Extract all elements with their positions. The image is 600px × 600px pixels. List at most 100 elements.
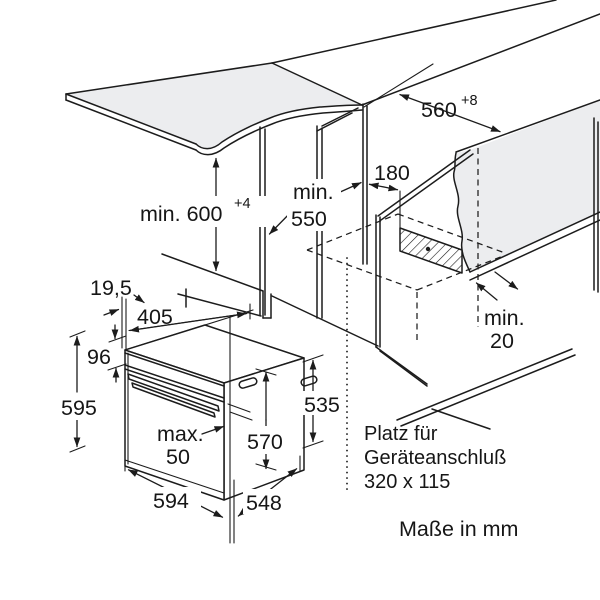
dim-niche-height: min. 600 +4 bbox=[133, 157, 267, 272]
oven-side-grip-slot-rear bbox=[300, 375, 318, 387]
dim-niche-height-label: min. 600 bbox=[140, 202, 223, 226]
arrow-down-right bbox=[494, 271, 519, 290]
arrow-right bbox=[187, 311, 247, 323]
hidden-floor-back-edge bbox=[397, 213, 506, 254]
oven-front-face bbox=[124, 349, 225, 501]
ext-tick-bottom bbox=[107, 363, 127, 371]
wall-line-right bbox=[361, 13, 600, 106]
ext-tick-top bbox=[69, 330, 86, 338]
dim-niche-depth-label-2: 550 bbox=[291, 207, 327, 231]
cutout-border bbox=[399, 227, 463, 274]
floor-skirting-line-2 bbox=[400, 354, 576, 427]
arrow-left bbox=[129, 321, 189, 333]
floor-skirting-line-1 bbox=[396, 348, 573, 421]
dim-rear-gap-label-2: 20 bbox=[490, 329, 514, 353]
wall-panel-bottom-edge-1 bbox=[469, 211, 600, 273]
oven-door-top-edge bbox=[124, 368, 225, 403]
label-backing bbox=[243, 489, 289, 514]
cabinet-plinth-edge-1 bbox=[375, 346, 428, 385]
label-backing bbox=[133, 196, 267, 227]
dim-body-depth: 548 bbox=[237, 455, 301, 517]
dim-front-width: 594 bbox=[127, 469, 224, 518]
ext-tick-top bbox=[108, 335, 127, 343]
arrow-left bbox=[368, 182, 385, 190]
connection-note-line-3: 320 x 115 bbox=[364, 471, 450, 493]
dim-rear-gap: min. 20 bbox=[475, 271, 525, 353]
dim-niche-depth-label-1: min. bbox=[293, 180, 334, 204]
dim-handle-depth: max. 50 bbox=[157, 403, 253, 469]
oven bbox=[124, 309, 318, 501]
arrow-left bbox=[399, 93, 451, 114]
wall-panel-top-edge bbox=[455, 99, 600, 153]
worktop-right-back-edge bbox=[271, 62, 363, 106]
floor-edge-right bbox=[271, 295, 379, 347]
connection-cutout bbox=[399, 190, 463, 274]
oven-side-grip-slot-front bbox=[238, 377, 258, 389]
dim-side-offset-label: 180 bbox=[374, 161, 410, 185]
arrow-up-left bbox=[475, 282, 498, 301]
cabinet-top-edge-inner bbox=[380, 153, 474, 221]
dim-panel-height: 96 bbox=[87, 324, 127, 383]
worktop-front-edge bbox=[65, 93, 197, 145]
worktop-back-edge bbox=[65, 62, 273, 95]
arrow bbox=[201, 425, 225, 435]
dim-body-height: 535 bbox=[300, 354, 344, 449]
cutout-hatching bbox=[400, 228, 462, 273]
label-backing bbox=[58, 394, 99, 420]
dim-inner-height-label: 570 bbox=[247, 430, 283, 454]
wall-panel-bottom-edge-2 bbox=[469, 219, 600, 281]
dim-front-height-label: 595 bbox=[61, 396, 97, 420]
arrow-right bbox=[266, 468, 298, 493]
label-backing bbox=[300, 391, 344, 415]
annotations: Platz für Geräteanschluß 320 x 115 Maße … bbox=[364, 423, 518, 541]
ext-diagonal bbox=[363, 63, 434, 108]
dim-niche-width: 560 +8 bbox=[363, 63, 501, 133]
ext-tick-2 bbox=[229, 411, 253, 421]
ext-tick-bottom bbox=[69, 445, 86, 453]
dim-body-depth-label: 548 bbox=[246, 491, 282, 515]
arrow-up-right bbox=[337, 181, 362, 194]
plinth-bottom-edge bbox=[177, 293, 262, 317]
hidden-floor-front-edge bbox=[306, 249, 418, 291]
dim-top-depth: 405 bbox=[128, 303, 251, 333]
dim-side-offset: 180 bbox=[368, 161, 410, 192]
dim-handle-depth-label-1: max. bbox=[157, 422, 204, 446]
dim-fascia-gap: 19,5 bbox=[90, 276, 145, 350]
arrow-right bbox=[449, 112, 501, 133]
arrow-b bbox=[133, 294, 145, 304]
dim-niche-width-label: 560 bbox=[421, 98, 457, 122]
side-wall bbox=[362, 103, 368, 265]
dimensions: min. 600 +4 560 +8 min. 550 180 bbox=[58, 63, 525, 544]
connection-note-line-1: Platz für bbox=[364, 423, 438, 445]
dim-niche-width-tolerance: +8 bbox=[461, 93, 478, 109]
dim-body-height-label: 535 bbox=[304, 393, 340, 417]
dim-front-height: 595 bbox=[58, 330, 99, 453]
dim-inner-height: 570 bbox=[244, 368, 290, 471]
worktop-top-surface bbox=[66, 63, 362, 149]
arrow-a bbox=[103, 308, 120, 316]
arrow-right bbox=[383, 184, 399, 192]
right-base-cabinet bbox=[375, 99, 600, 430]
wall-line-upper bbox=[271, 0, 557, 64]
ext-tick-1 bbox=[227, 403, 251, 413]
ext-tick-top bbox=[255, 368, 277, 376]
dim-niche-height-tolerance: +4 bbox=[234, 196, 251, 212]
niche-floor-edge bbox=[161, 253, 264, 292]
hidden-floor-left-edge bbox=[306, 213, 399, 251]
units-note: Maße in mm bbox=[399, 517, 518, 541]
label-backing bbox=[244, 426, 290, 454]
worktop-wave-bottom-edge bbox=[195, 109, 363, 156]
worktop bbox=[65, 0, 600, 156]
ext-tick-bottom bbox=[302, 440, 324, 449]
oven-handle-bar-front bbox=[131, 382, 216, 418]
oven-door-bottom-gap bbox=[124, 459, 225, 494]
ext-tick-top bbox=[302, 354, 324, 363]
cabinet-base-line bbox=[431, 408, 491, 430]
oven-handle-bar-top bbox=[127, 373, 220, 412]
dim-handle-depth-label-2: 50 bbox=[166, 445, 190, 469]
worktop-wave-top-edge bbox=[195, 104, 363, 150]
dim-fascia-gap-label: 19,5 bbox=[90, 276, 132, 300]
label-backing bbox=[150, 487, 201, 512]
